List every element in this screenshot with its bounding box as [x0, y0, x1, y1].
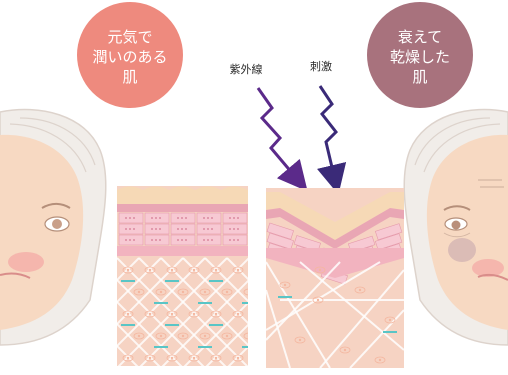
- aging-face-cheek: [472, 259, 504, 277]
- healthy-face-cheek: [8, 252, 44, 272]
- healthy-face: [0, 108, 107, 346]
- healthy-skin-cross-section: [117, 186, 248, 366]
- aging-face-wrinkle: [478, 179, 504, 188]
- healthy-face-skin: [0, 134, 84, 330]
- healthy-face-eyebrow: [41, 202, 71, 209]
- healthy-face-mouth: [0, 272, 31, 279]
- stimulus-arrow: [316, 85, 347, 195]
- aging-skin-bubble: 衰えて 乾燥した 肌: [367, 2, 473, 108]
- stimulus-label: 刺激: [310, 59, 332, 73]
- aging-bubble-line-3: 肌: [412, 68, 427, 86]
- aging-skin-cross-section: [266, 188, 404, 368]
- uv-arrow: [256, 87, 308, 192]
- aging-bubble-line-2: 乾燥した: [390, 48, 450, 66]
- aging-face-shadow: [448, 238, 476, 262]
- healthy-bubble-line-3: 肌: [122, 68, 137, 86]
- aging-face-skin: [426, 134, 508, 330]
- aging-face: [403, 108, 508, 346]
- healthy-bubble-line-1: 元気で: [107, 28, 152, 46]
- healthy-bubble-line-2: 潤いのある: [92, 48, 167, 66]
- aging-face-mouth: [477, 273, 508, 281]
- aging-face-eyebrow: [443, 205, 471, 211]
- uv-label: 紫外線: [230, 62, 263, 76]
- aging-bubble-line-1: 衰えて: [398, 28, 442, 46]
- healthy-skin-bubble: 元気で 潤いのある 肌: [77, 2, 183, 108]
